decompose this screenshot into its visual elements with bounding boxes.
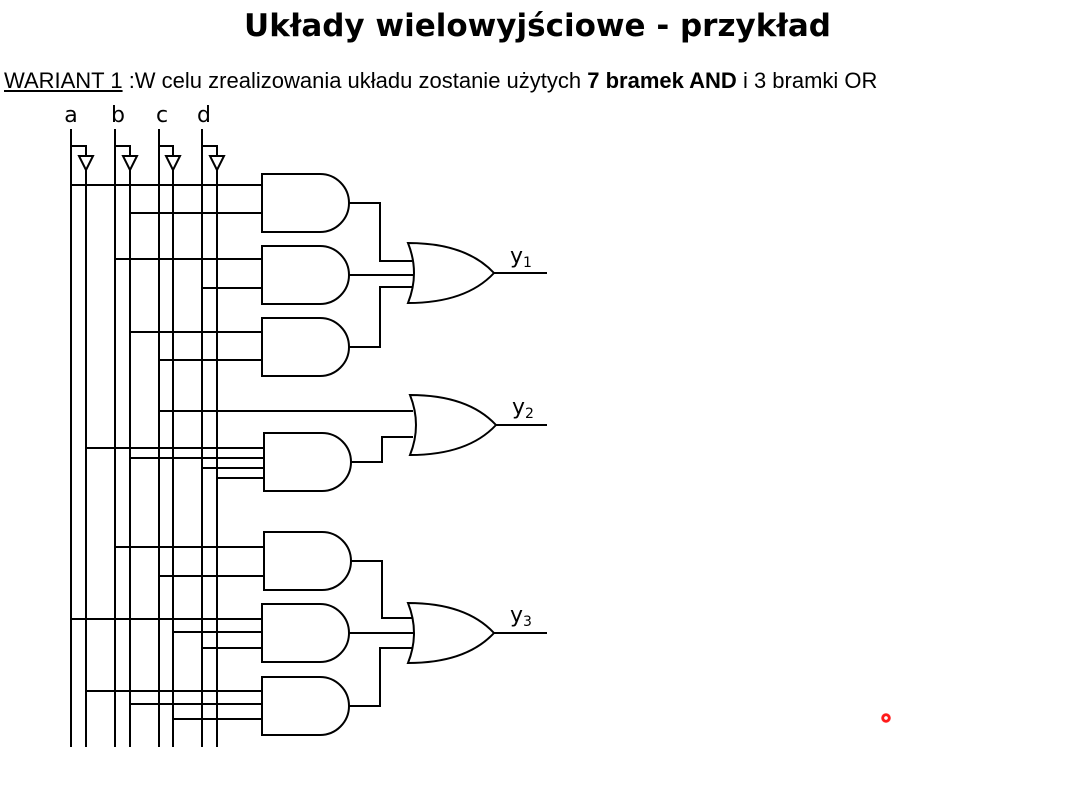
- subtitle-text-b: i 3 bramki OR: [736, 68, 878, 93]
- and-to-or-wires: [159, 202, 414, 707]
- slide-title: Układy wielowyjściowe - przykład: [244, 8, 831, 44]
- and-input-wires: [71, 184, 264, 720]
- input-label-c: c: [156, 103, 168, 128]
- or-gates: [406, 241, 498, 665]
- slide-subtitle: WARIANT 1 :W celu zrealizowania układu z…: [4, 68, 877, 94]
- variant-label: WARIANT 1: [4, 68, 123, 93]
- input-label-b: b: [111, 103, 125, 128]
- and-gates: [261, 173, 352, 736]
- input-label-a: a: [64, 103, 77, 128]
- input-bus-lines: [70, 129, 203, 747]
- output-label-y3: y3: [510, 603, 532, 630]
- subtitle-bold: 7 bramek AND: [587, 68, 737, 93]
- output-label-y2: y2: [512, 395, 534, 422]
- laser-pointer-dot: [881, 713, 891, 723]
- subtitle-text-a: :W celu zrealizowania układu zostanie uż…: [122, 68, 588, 93]
- output-label-y1: y1: [510, 244, 532, 271]
- output-wires: [494, 272, 547, 634]
- input-label-d: d: [197, 103, 211, 128]
